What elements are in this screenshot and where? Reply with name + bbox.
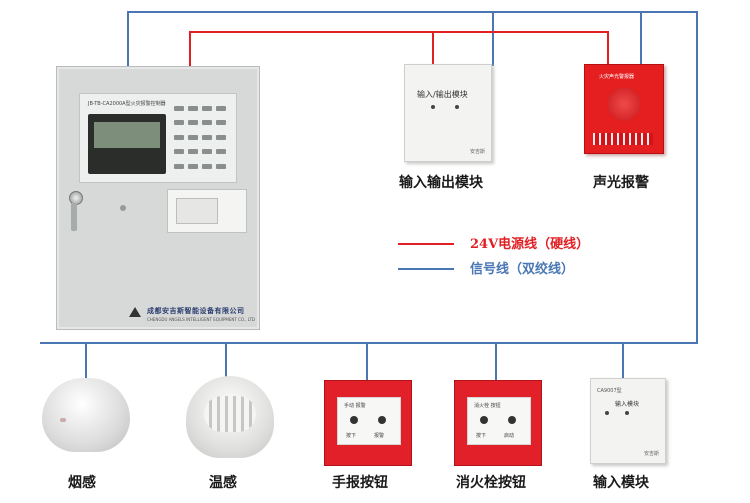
io-module: 输入/输出模块 安吉斯: [404, 64, 492, 162]
printer-slot: [176, 198, 218, 224]
hydrant-button-right-label: 启动: [504, 433, 515, 439]
legend-signal: 信号线（双绞线）: [470, 262, 575, 277]
key: [216, 106, 226, 111]
hydrant-button-top-label: 消火栓 按钮: [474, 403, 501, 409]
input-module-label: 输入模块: [615, 401, 640, 408]
key: [216, 134, 226, 140]
controller-model-label: JB-TB-CA2000A型火灾报警控制器: [88, 101, 166, 107]
micro-printer: [167, 189, 247, 233]
input-module-caption: 输入模块: [593, 475, 649, 491]
heat-sensor-cage: [204, 396, 256, 432]
controller-brand: 成都安吉斯智能设备有限公司: [147, 307, 245, 315]
manual-button-top-label: 手动 报警: [344, 403, 366, 409]
signal-wire-top: [40, 11, 698, 344]
key: [202, 120, 212, 126]
hydrant-button-left-label: 按下: [476, 433, 487, 439]
led-icon: [350, 416, 358, 424]
manual-button-right-label: 报警: [374, 433, 385, 439]
key: [174, 149, 184, 155]
speaker-icon: [120, 205, 126, 211]
alarm-caption: 声光报警: [593, 175, 649, 191]
alarm-grille: [593, 133, 653, 145]
key-icon: [71, 203, 77, 231]
key: [202, 106, 212, 111]
manual-call-point: 手动 报警 按下 报警: [324, 380, 412, 466]
alarm-label: 火灾声光警报器: [599, 74, 635, 80]
hydrant-button-caption: 消火栓按钮: [456, 475, 526, 491]
key: [174, 106, 184, 111]
power-line-swatch: [398, 243, 454, 245]
heat-caption: 温感: [209, 475, 237, 491]
input-module: CA9007型 输入模块 安吉斯: [590, 378, 666, 464]
horn-icon: [607, 87, 641, 121]
smoke-caption: 烟感: [68, 475, 96, 491]
led-icon: [60, 418, 66, 422]
manual-button-left-label: 按下: [346, 433, 357, 439]
key: [202, 163, 212, 169]
smoke-detector: [42, 378, 130, 452]
key: [202, 149, 212, 155]
io-module-label: 输入/输出模块: [417, 90, 468, 99]
controller-front-panel: JB-TB-CA2000A型火灾报警控制器: [79, 93, 237, 183]
key: [174, 120, 184, 126]
io-module-caption: 输入输出模块: [399, 175, 483, 191]
brand-logo-icon: [129, 307, 141, 317]
controller-brand-en: CHENGDU ANGELS INTELLIGENT EQUIPMENT CO.…: [147, 317, 255, 322]
led-icon: [455, 105, 459, 109]
key: [174, 134, 184, 140]
key: [216, 163, 226, 169]
led-icon: [378, 416, 386, 424]
hydrant-button: 消火栓 按钮 按下 启动: [454, 380, 542, 466]
lcd-screen: [94, 122, 160, 148]
signal-bus: [40, 11, 698, 380]
led-icon: [508, 416, 516, 424]
led-icon: [431, 105, 435, 109]
fire-alarm-controller: JB-TB-CA2000A型火灾报警控制器 成都安吉斯智能设备有限公司 CHEN…: [56, 66, 260, 330]
led-icon: [480, 416, 488, 424]
led-icon: [605, 411, 609, 415]
key: [202, 134, 212, 140]
legend-power: 24V电源线（硬线）: [470, 237, 590, 252]
signal-line-swatch: [398, 268, 454, 270]
power-wire-top: [189, 31, 609, 66]
key: [188, 120, 198, 126]
lcd-frame: [88, 114, 166, 174]
input-module-brand: 安吉斯: [643, 451, 659, 457]
key: [188, 134, 198, 140]
key: [216, 120, 226, 126]
input-module-model: CA9007型: [597, 388, 622, 394]
io-module-brand: 安吉斯: [469, 149, 485, 155]
keypad: [174, 106, 230, 174]
manual-button-caption: 手报按钮: [332, 475, 388, 491]
sound-light-alarm: 火灾声光警报器: [584, 64, 664, 154]
key: [188, 106, 198, 111]
key: [174, 163, 184, 169]
hydrant-button-face: 消火栓 按钮 按下 启动: [467, 397, 531, 445]
key: [216, 149, 226, 155]
led-icon: [625, 411, 629, 415]
key: [188, 149, 198, 155]
key: [188, 163, 198, 169]
manual-button-face: 手动 报警 按下 报警: [337, 397, 401, 445]
power-bus: [189, 31, 609, 66]
